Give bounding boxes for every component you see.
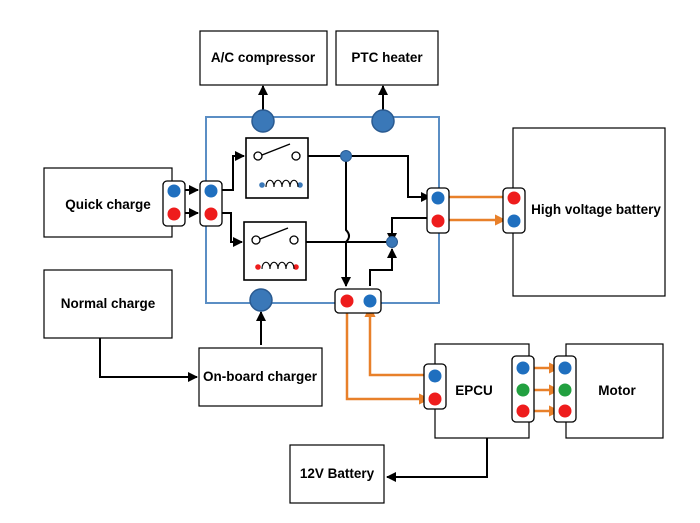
relay-lower [243,221,307,281]
connector-junction-epcu [334,288,382,314]
normal-charge-label: Normal charge [61,296,156,311]
hv-battery-label: High voltage battery [531,202,661,217]
battery-12v-label: 12V Battery [300,466,375,481]
connector-epcu-motor [511,355,535,423]
hv-battery-block: High voltage battery [512,127,666,297]
battery-12v-block: 12V Battery [289,444,385,504]
ac-compressor-label: A/C compressor [211,50,316,65]
ac-compressor-block: A/C compressor [199,30,328,86]
connector-junction-battery [426,187,450,234]
normal-charge-block: Normal charge [43,269,173,339]
coil-icon [265,179,299,188]
connector-epcu-input [423,363,447,410]
junction-box [205,116,440,304]
onboard-charger-label: On-board charger [203,369,318,384]
black-wires [99,85,488,482]
ptc-heater-label: PTC heater [351,50,423,65]
connector-quick-charge [162,180,186,227]
onboard-charger-block: On-board charger [198,347,323,407]
connector-junction-input [199,180,223,227]
coil-icon [261,261,295,270]
motor-label: Motor [598,383,636,398]
relay-upper [245,137,309,199]
quick-charge-block: Quick charge [43,167,173,238]
motor-block: Motor [565,343,664,439]
port-ac-compressor [251,109,275,133]
quick-charge-label: Quick charge [65,197,151,212]
connector-hv-battery [502,187,526,234]
ptc-heater-block: PTC heater [335,30,439,86]
port-onboard-charger [249,288,273,312]
port-ptc-heater [371,109,395,133]
junction-node [340,150,352,162]
connector-motor [553,355,577,423]
epcu-label: EPCU [455,383,493,398]
junction-node [386,236,398,248]
